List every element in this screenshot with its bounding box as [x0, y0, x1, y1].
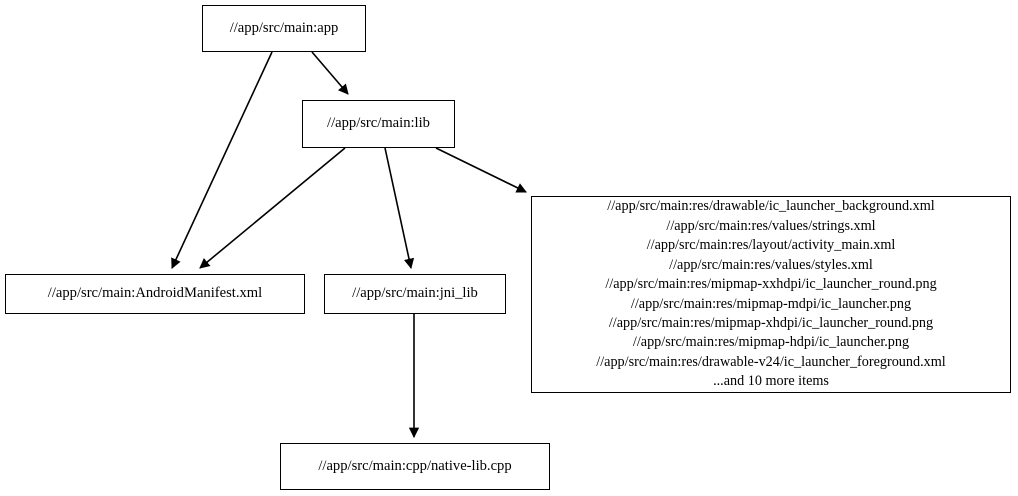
edge-app-to-manifest [171, 51, 273, 269]
graph-node-android-manifest-label: //app/src/main:AndroidManifest.xml [47, 285, 263, 302]
graph-node-lib-label: //app/src/main:lib [327, 115, 430, 132]
edge-lib-to-manifest [199, 147, 346, 269]
graph-node-app-label: //app/src/main:app [229, 19, 339, 36]
edge-lib-to-res-bundle [435, 147, 527, 193]
edge-app-to-lib [311, 51, 349, 95]
graph-node-android-manifest[interactable]: //app/src/main:AndroidManifest.xml [5, 274, 305, 314]
graph-node-res-bundle-label: //app/src/main:res/drawable/ic_launcher_… [596, 198, 946, 390]
graph-node-app[interactable]: //app/src/main:app [202, 5, 366, 52]
graph-node-lib[interactable]: //app/src/main:lib [302, 100, 455, 148]
edge-lib-to-jni-lib [384, 147, 415, 270]
graph-node-res-bundle[interactable]: //app/src/main:res/drawable/ic_launcher_… [531, 196, 1011, 393]
graph-node-native-lib-cpp-label: //app/src/main:cpp/native-lib.cpp [318, 457, 512, 474]
graph-node-jni-lib-label: //app/src/main:jni_lib [352, 285, 478, 302]
graph-node-jni-lib[interactable]: //app/src/main:jni_lib [324, 274, 506, 314]
graph-node-native-lib-cpp[interactable]: //app/src/main:cpp/native-lib.cpp [280, 443, 550, 490]
